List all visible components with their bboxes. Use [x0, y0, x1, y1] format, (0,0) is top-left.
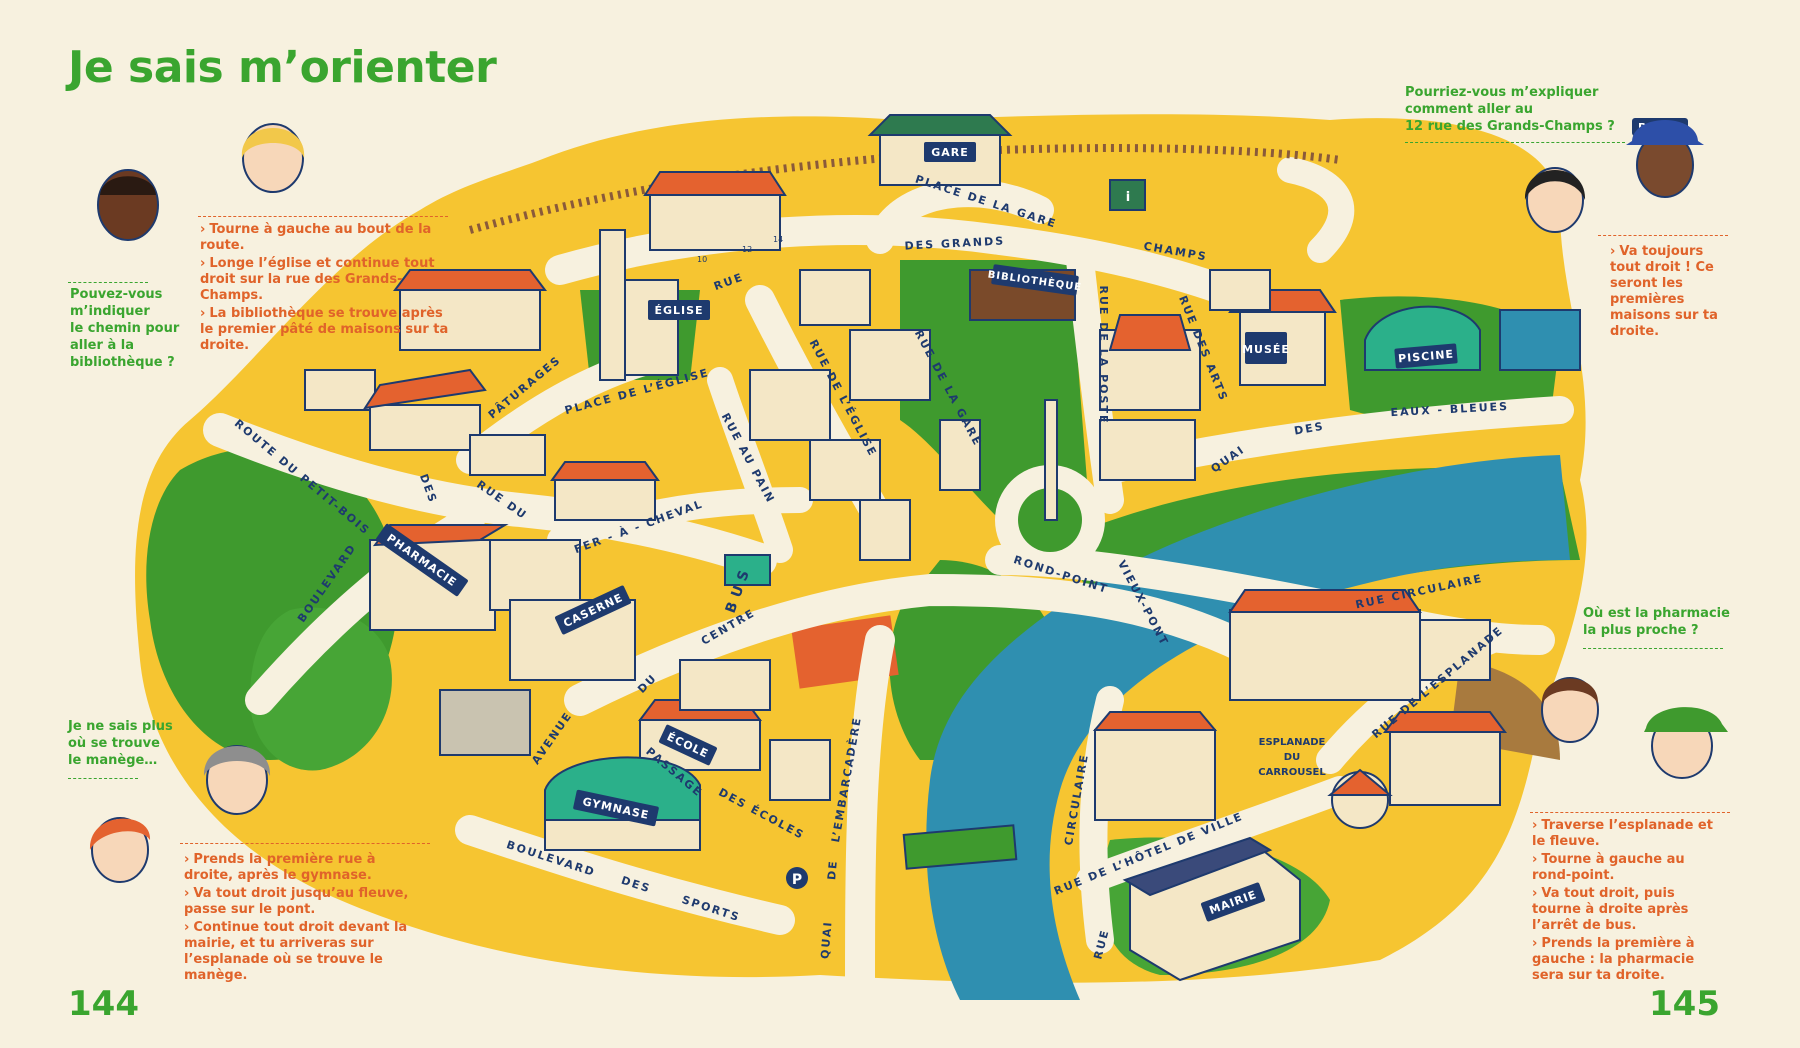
label-piscine: PISCINE	[1398, 348, 1455, 366]
face-old-man-cap	[1644, 707, 1728, 779]
house-number-12: 12	[742, 245, 752, 254]
info-kiosk	[1109, 179, 1146, 211]
answer-line-bibliotheque	[198, 216, 448, 217]
houses-circulaire-2	[1419, 619, 1491, 681]
answer-line-manege	[180, 843, 430, 844]
road-hotel-ville	[1076, 776, 1354, 894]
houses-rue-pain-2	[809, 439, 881, 501]
question-grands-champs: Pourriez-vous m’expliquer comment aller …	[1405, 85, 1615, 134]
houses-circulaire	[1229, 609, 1421, 701]
houses-champs	[1209, 269, 1271, 311]
road-place-gare	[866, 179, 1054, 254]
face-girl-red	[89, 817, 151, 883]
houses-rue-eglise-2	[849, 329, 931, 401]
page-number-left: 144	[68, 984, 139, 1024]
houses-10-14	[649, 189, 781, 251]
answer-pharmacie: ›Traverse l’esplanade et le fleuve. ›Tou…	[1532, 818, 1713, 983]
question-line-grands-champs	[1405, 142, 1625, 143]
answer-line-grands-champs	[1598, 235, 1728, 236]
eglise-tower	[599, 229, 626, 381]
question-pharmacie: Où est la pharmacie la plus proche ?	[1583, 606, 1730, 638]
street-des-eaux: DES	[1293, 419, 1325, 437]
house-number-14: 14	[773, 235, 783, 244]
houses-circulaire-roof	[1228, 589, 1422, 613]
houses-left-3	[369, 404, 481, 451]
label-esplanade-3: CARROUSEL	[1258, 767, 1326, 778]
houses-left-3-roof	[362, 368, 487, 410]
street-eaux-bleues: EAUX - BLEUES	[1390, 400, 1509, 419]
house-number-10: 10	[697, 255, 707, 264]
pharmacie-building	[369, 539, 496, 631]
houses-place-eglise-roof	[550, 461, 660, 481]
houses-embarcadere	[769, 739, 831, 801]
houses-esplanade	[1389, 729, 1501, 806]
flat-roof-building	[439, 689, 531, 756]
houses-left-1-roof	[393, 269, 547, 291]
face-grandma	[203, 745, 271, 815]
page-title: Je sais m’orienter	[68, 42, 497, 93]
street-grands: DES GRANDS	[904, 234, 1005, 252]
answer-line-pharmacie	[1530, 812, 1730, 813]
road-centre-bus	[564, 573, 1266, 716]
road-top-right	[1277, 157, 1355, 263]
label-gare: GARE	[931, 146, 969, 159]
grass-playground	[250, 607, 392, 771]
face-girl-dark	[1524, 167, 1586, 233]
question-line-manege	[68, 778, 138, 779]
street-quai-left: QUAI	[818, 920, 834, 960]
face-man	[1541, 677, 1599, 743]
street-quai-de: DE	[825, 859, 840, 881]
face-woman-blonde	[241, 123, 305, 193]
gymnase-base	[544, 819, 701, 851]
info-sign: i	[1126, 190, 1130, 205]
houses-left-1	[399, 284, 541, 351]
bus-shelter	[724, 554, 771, 586]
houses-rue-eglise-1	[799, 269, 871, 326]
monument-column	[1044, 399, 1058, 521]
answer-manege: ›Prends la première rue à droite, après …	[184, 852, 409, 983]
question-bibliotheque: Pouvez-vous m’indiquer le chemin pour al…	[70, 287, 180, 370]
road-route-petit-bois	[203, 413, 777, 577]
label-musee: MUSÉE	[1242, 343, 1290, 356]
houses-rue-pain-3	[859, 499, 911, 561]
question-manege: Je ne sais plus où se trouve le manège…	[68, 719, 173, 768]
houses-hotel-ville	[1094, 729, 1216, 821]
piscine-pool	[1499, 309, 1581, 371]
buildings	[304, 114, 1581, 982]
label-esplanade-2: DU	[1284, 752, 1300, 763]
poste-building-2	[1099, 419, 1196, 481]
houses-left-2	[304, 369, 376, 411]
face-boy	[97, 169, 159, 241]
gare-roof	[867, 114, 1013, 136]
houses-paturages	[469, 434, 546, 476]
houses-esplanade-roof	[1383, 711, 1507, 733]
houses-centre	[679, 659, 771, 711]
mairie-roof	[1122, 836, 1273, 897]
houses-rue-pain	[749, 369, 831, 441]
houses-hotel-ville-roof	[1092, 711, 1218, 731]
houses-10-14-roof	[643, 171, 787, 196]
bridge	[902, 824, 1018, 870]
road-boulevard-sports	[455, 815, 795, 935]
answer-bibliotheque: ›Tourne à gauche au bout de la route. ›L…	[200, 222, 449, 353]
question-line-pharmacie	[1583, 648, 1723, 649]
houses-place-eglise	[554, 479, 656, 521]
street-rue-poste: RUE DE LA POSTE	[1097, 286, 1110, 425]
road-rue-du-right	[707, 367, 793, 563]
poste-roof	[1108, 314, 1192, 351]
answer-grands-champs: ›Va toujours tout droit ! Ce seront les …	[1610, 244, 1718, 339]
question-line-bibliotheque	[68, 282, 148, 283]
carousel-top	[1327, 768, 1393, 796]
page-number-right: 145	[1649, 984, 1720, 1024]
face-police-officer	[1626, 120, 1704, 198]
road-embarcadere	[845, 625, 895, 1015]
label-eglise: ÉGLISE	[654, 304, 703, 317]
houses-pharmacie-row	[489, 539, 581, 611]
label-esplanade-1: ESPLANADE	[1259, 737, 1326, 748]
parking-sign: P	[792, 872, 802, 888]
observatory	[939, 419, 981, 491]
